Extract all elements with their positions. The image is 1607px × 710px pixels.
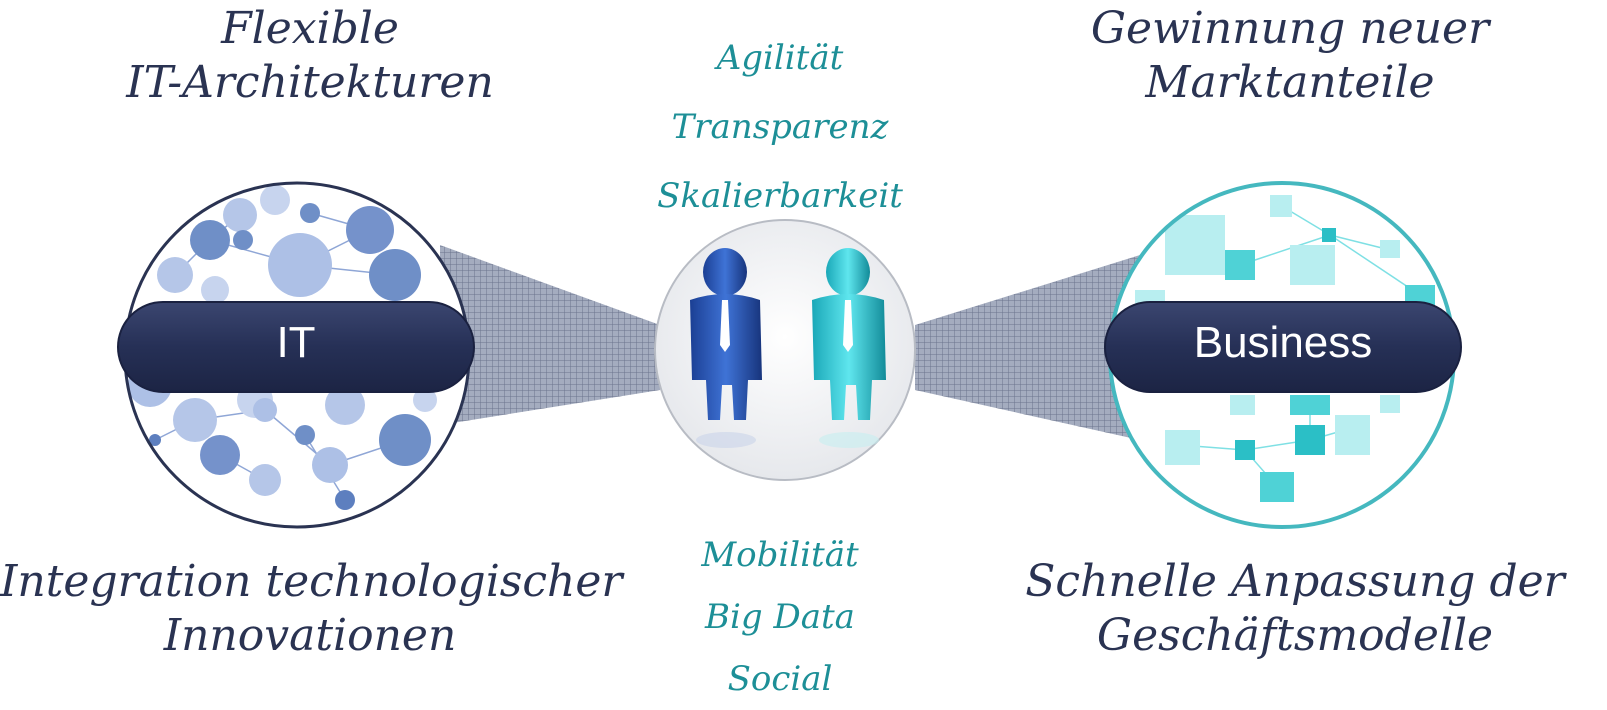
bottom-left-caption: Integration technologischer Innovationen — [0, 555, 623, 662]
keyword-big-data: Big Data — [705, 597, 855, 637]
network-squares — [1135, 195, 1435, 502]
business-label: Business — [1193, 318, 1373, 367]
blue-person-icon — [690, 248, 762, 448]
center-top-keywords: Agilität Transparenz Skalierbarkeit — [620, 24, 940, 231]
center-bottom-keywords: Mobilität Big Data Social — [620, 524, 940, 710]
keyword-agilitaet: Agilität — [716, 38, 844, 78]
keyword-transparenz: Transparenz — [671, 107, 889, 147]
top-left-line1: Flexible — [221, 3, 399, 54]
bottom-left-line1: Integration technologischer — [0, 556, 623, 607]
cyan-person-icon — [812, 248, 886, 448]
top-right-caption: Gewinnung neuer Marktanteile — [1040, 2, 1540, 109]
keyword-skalierbarkeit: Skalierbarkeit — [657, 176, 903, 216]
bottom-left-line2: Innovationen — [163, 609, 457, 661]
keyword-mobilitaet: Mobilität — [701, 535, 859, 575]
bottom-right-line1: Schnelle Anpassung der — [1025, 556, 1565, 607]
top-right-line2: Marktanteile — [1145, 56, 1435, 108]
bottom-right-line2: Geschäftsmodelle — [1096, 609, 1494, 661]
network-bubbles — [128, 185, 437, 510]
bottom-right-caption: Schnelle Anpassung der Geschäftsmodelle — [990, 555, 1600, 662]
it-pill — [117, 301, 475, 393]
keyword-social: Social — [727, 659, 833, 699]
it-label: IT — [276, 318, 316, 367]
right-connector-beam — [915, 255, 1140, 440]
top-left-line2: IT-Architekturen — [126, 56, 494, 108]
left-connector-beam — [440, 245, 660, 425]
top-right-line1: Gewinnung neuer — [1090, 3, 1490, 54]
top-left-caption: Flexible IT-Architekturen — [60, 2, 560, 109]
business-pill — [1104, 301, 1462, 393]
